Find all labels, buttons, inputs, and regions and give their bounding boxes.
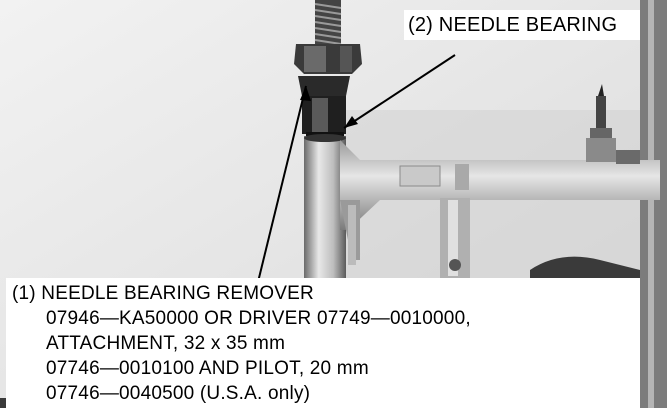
frame-fitting [586, 84, 640, 164]
callout-label: (1) NEEDLE BEARING REMOVER [12, 283, 314, 304]
leader-line-remover [257, 85, 307, 283]
callout-needle-bearing: (2) NEEDLE BEARING [408, 14, 617, 37]
frame-arm [340, 140, 660, 265]
label-box-remover [6, 278, 640, 408]
part-number-line: ATTACHMENT, 32 x 35 mm [46, 333, 286, 354]
bearing-remover-tool [298, 76, 350, 138]
callout-needle-bearing-remover: (1) NEEDLE BEARING REMOVER 07946—KA50000… [12, 281, 471, 406]
hex-nut [294, 44, 362, 74]
label-box-needle-bearing [404, 10, 640, 40]
part-number-line: 07746—0040500 (U.S.A. only) [46, 383, 311, 404]
leader-line-needle-bearing [343, 54, 456, 129]
arrowhead-needle-bearing [344, 116, 358, 128]
threaded-rod [314, 0, 342, 48]
part-number-line: 07746—0010100 AND PILOT, 20 mm [46, 358, 369, 379]
callout-label: (2) NEEDLE BEARING [408, 14, 618, 36]
part-number-line: 07946—KA50000 OR DRIVER 07749—0010000, [46, 308, 471, 329]
frame-bracket [440, 198, 470, 278]
arrowhead-remover [300, 86, 311, 101]
